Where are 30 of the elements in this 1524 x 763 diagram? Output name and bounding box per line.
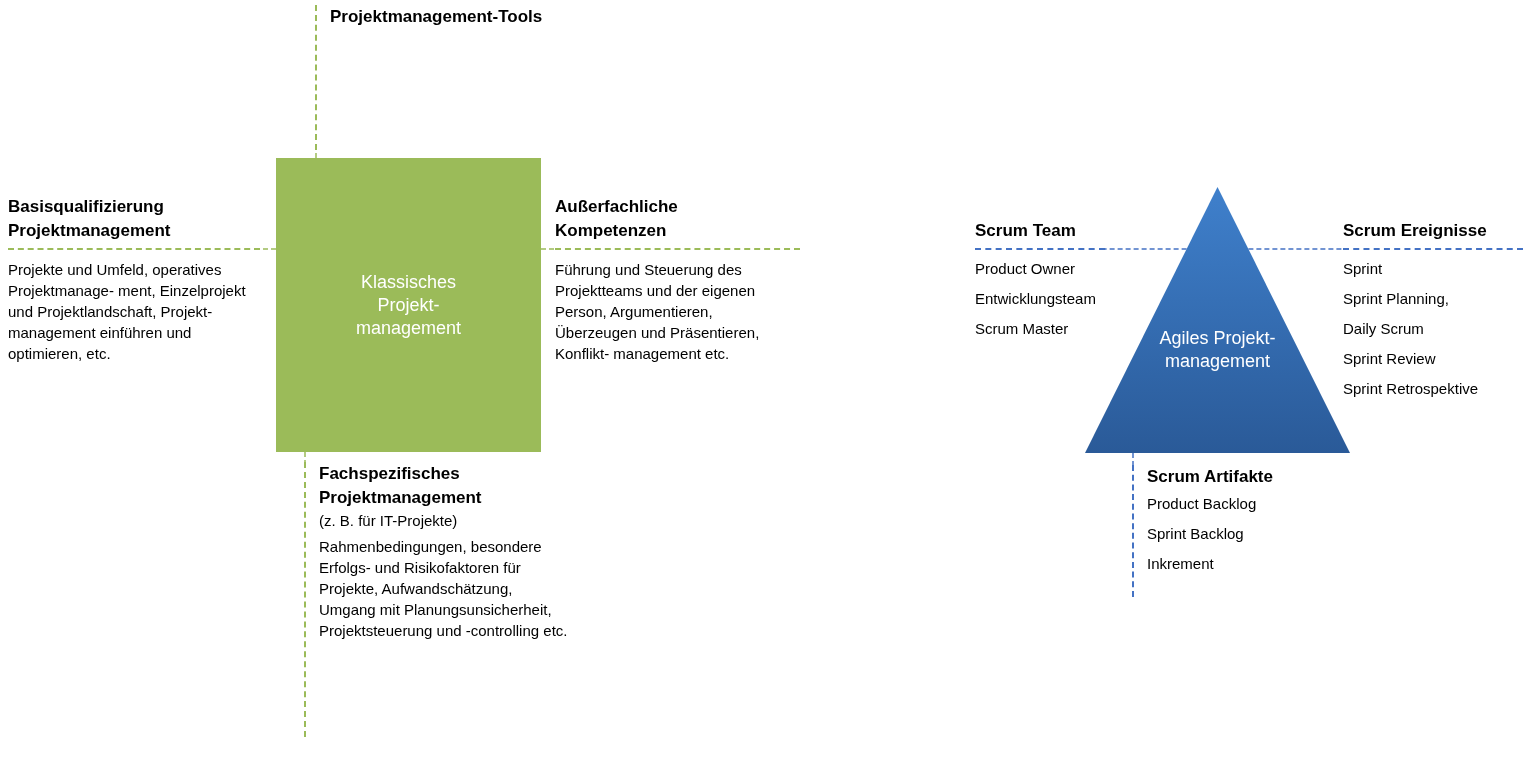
heading: Fachspezifisches Projektmanagement xyxy=(319,463,483,509)
list-item: Sprint Retrospektive xyxy=(1343,379,1480,399)
list-item: Product Owner xyxy=(975,259,1077,279)
heading: Außerfachliche Kompetenzen xyxy=(555,196,679,242)
category-label: Agiles Projekt- management xyxy=(1158,327,1277,373)
heading: Scrum Artifakte xyxy=(1147,466,1274,488)
list-item: Daily Scrum xyxy=(1343,319,1425,339)
list-item: Entwicklungsteam xyxy=(975,289,1097,309)
category-square xyxy=(276,158,541,452)
body-text: Führung und Steuerung des Projektteams und der eigenen Person, Argumentieren, Überzeugen und Präsentieren, Konflikt- management etc. xyxy=(555,260,761,364)
heading: Projektmanagement-Tools xyxy=(330,6,544,28)
list-item: Scrum Master xyxy=(975,319,1070,339)
connector-line xyxy=(540,248,556,250)
body-text: Projekte und Umfeld, operatives Projektmanage- ment, Einzelprojekt und Projektlandschaft, Projekt- management einführen und optimieren, etc. xyxy=(8,260,247,364)
connector-line xyxy=(1104,248,1188,250)
list-item: Sprint Review xyxy=(1343,349,1437,369)
connector-line xyxy=(1247,248,1344,250)
connector-line xyxy=(304,451,306,463)
list-item: Sprint Planning, xyxy=(1343,289,1450,309)
list-item: Product Backlog xyxy=(1147,494,1258,514)
list-item: Sprint Backlog xyxy=(1147,524,1245,544)
connector-line xyxy=(1132,452,1134,466)
heading: Basisqualifizierung Projektmanagement xyxy=(8,196,172,242)
list-item: Sprint xyxy=(1343,259,1384,279)
heading: Scrum Ereignisse xyxy=(1343,220,1488,242)
list-item: Inkrement xyxy=(1147,554,1215,574)
note-text: (z. B. für IT-Projekte) xyxy=(319,511,459,531)
category-label: Klassisches Projekt- management xyxy=(354,270,463,340)
heading: Scrum Team xyxy=(975,220,1077,242)
body-text: Rahmenbedingungen, besondere Erfolgs- und Risikofaktoren für Projekte, Aufwandschätzung, Umgang mit Planungsunsicherheit, Projektsteuerung und -controlling etc. xyxy=(319,537,569,641)
